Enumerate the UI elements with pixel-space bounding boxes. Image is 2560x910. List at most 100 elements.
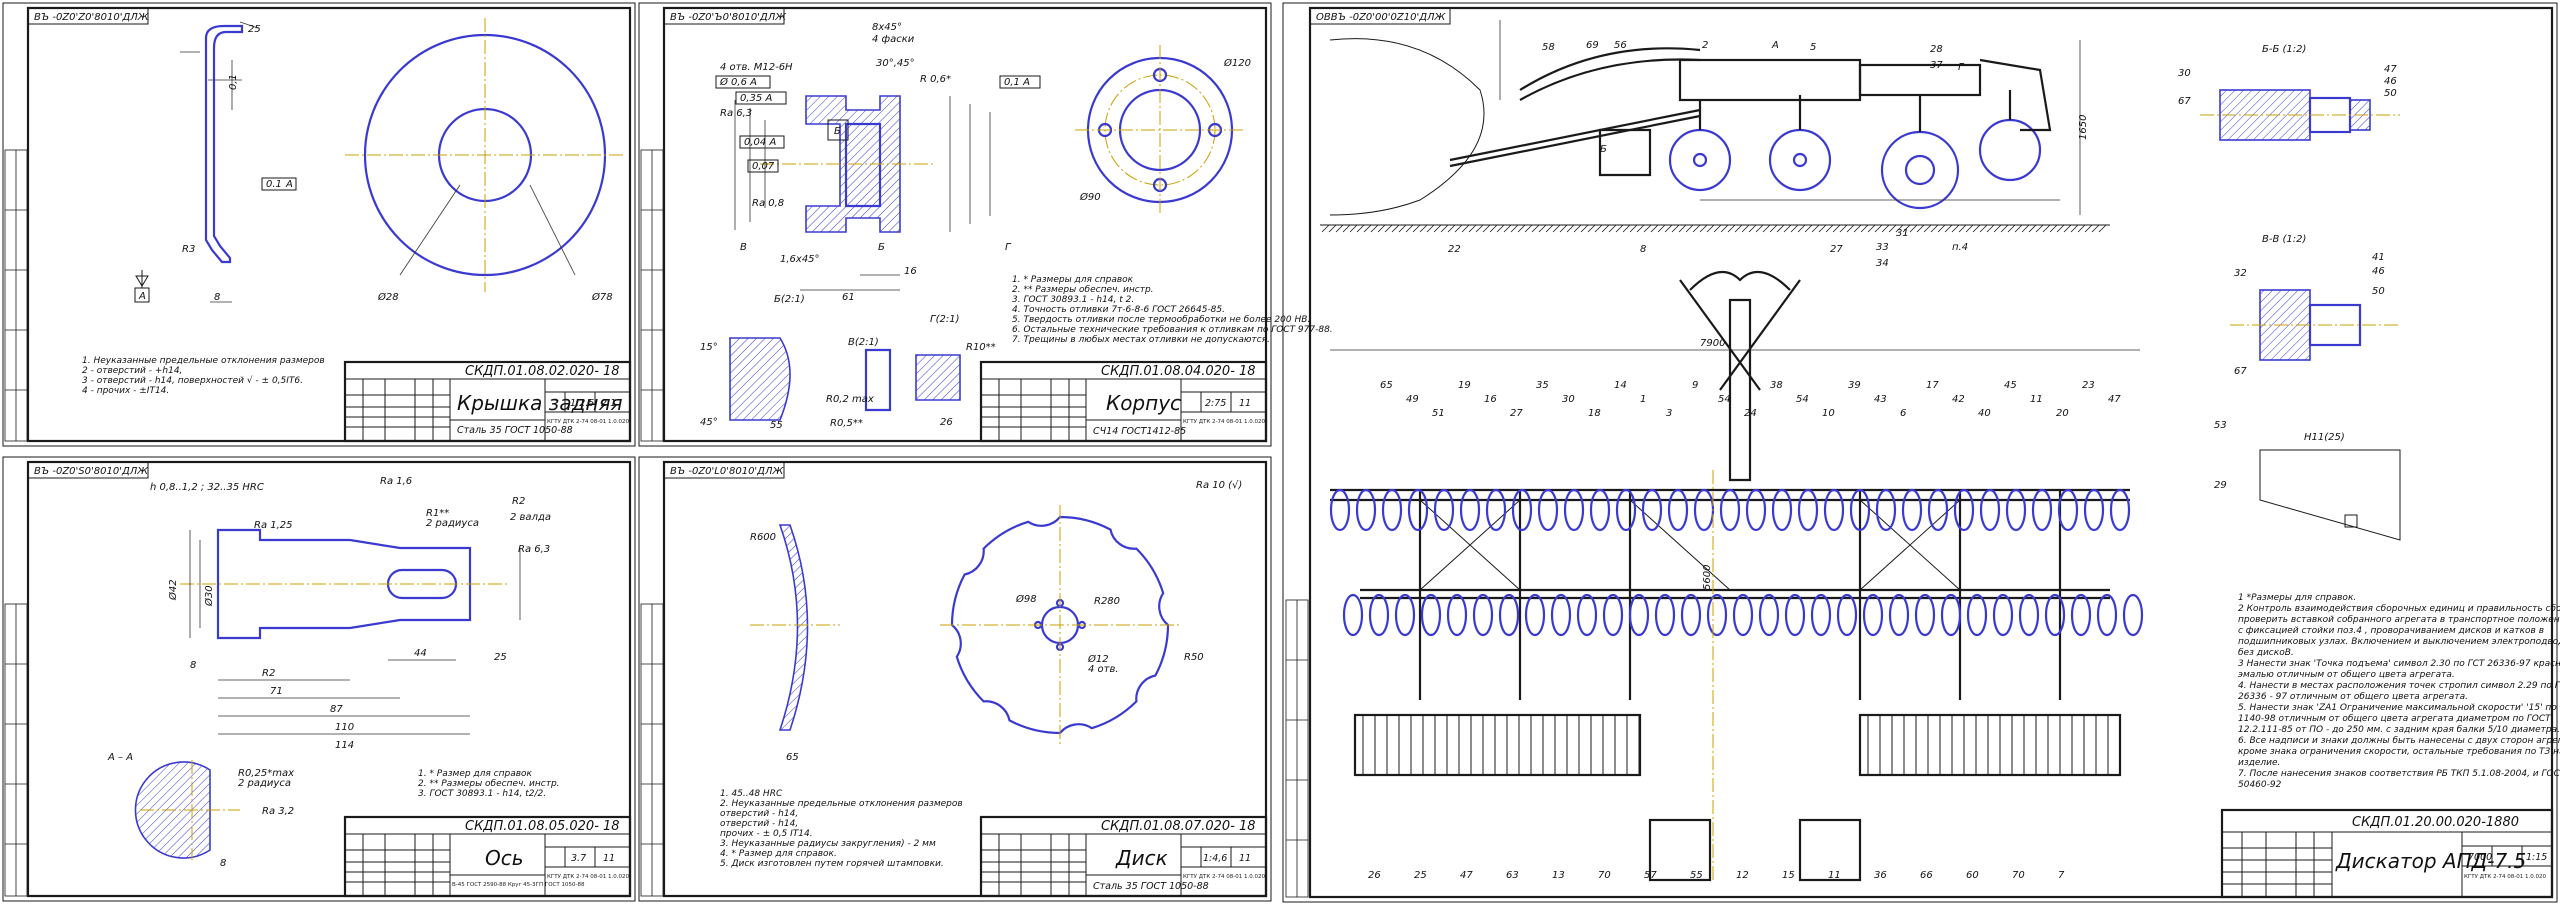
disc-upper [1459,488,1481,532]
svg-text:7. Трещины в любых местах отли: 7. Трещины в любых местах отливки не доп… [1012,335,1270,345]
note-line: 50460-92 [2238,780,2282,790]
disc-upper [1797,488,1819,532]
callouts-top: 58 69 56 2 5 28 37 Г А Б [1542,40,1965,155]
disc-upper [1745,488,1767,532]
position-number: 17 [1926,380,1939,391]
assembly-side-view: 1650 [1320,20,2110,233]
svg-text:5. Диск изготовлен путем горяч: 5. Диск изготовлен путем горячей штампов… [720,859,944,869]
svg-text:87: 87 [330,704,343,715]
svg-text:Ø78: Ø78 [591,291,613,303]
position-number: 11 [2030,394,2043,405]
svg-text:1. Неуказанные предельные откл: 1. Неуказанные предельные отклонения раз… [82,356,325,366]
svg-text:2. ** Размеры обеспеч. инстр.: 2. ** Размеры обеспеч. инстр. [1012,285,1154,295]
svg-text:A: A [285,179,293,190]
position-number: 47 [2108,394,2121,405]
part-name: Крышка задняя [457,391,623,415]
sheet-housing: ВЪ -0Z0'Ъ0'8010'ДЛЖ Б 4 от [638,2,1333,447]
svg-text:26: 26 [940,417,953,428]
svg-text:8: 8 [190,660,196,671]
svg-text:Ø28: Ø28 [377,291,399,303]
position-number: 39 [1848,380,1861,391]
disc-lower [1654,593,1676,637]
svg-text:4 отв. М12-6Н: 4 отв. М12-6Н [720,62,793,73]
disc-upper [2083,488,2105,532]
svg-text:Ra 10 (√): Ra 10 (√) [1196,480,1242,491]
disc-lower [1420,593,1442,637]
disc-lower [1524,593,1546,637]
svg-text:11: 11 [1239,853,1251,864]
svg-text:50: 50 [2384,88,2397,99]
position-number: 63 [1506,870,1519,881]
position-number: 35 [1536,380,1549,391]
detail-plate: Н11(25) 53 29 [2214,420,2401,541]
position-number: 54 [1796,394,1809,405]
note-line: 12.2.111-85 от ПО - до 250 мм. с задним … [2238,725,2560,735]
svg-text:Ra 0,8: Ra 0,8 [752,198,784,209]
position-number: 9 [1692,380,1698,391]
note-line: без дискоВ. [2238,648,2294,658]
position-number: 60 [1966,870,1979,881]
sheet-mass: 2.1 [601,398,616,409]
disc-side-view: R600 65 [750,524,840,763]
disc-upper [1511,488,1533,532]
svg-text:37: 37 [1930,60,1943,71]
disc-upper [1927,488,1949,532]
svg-text:46: 46 [2372,266,2385,277]
svg-text:29: 29 [2214,480,2227,491]
svg-text:71: 71 [270,686,283,697]
svg-text:8х45°: 8х45° [872,22,902,33]
title-block: СКДП.01.08.05.020- 18 Ось В-45 ГОСТ 2590… [343,815,632,898]
disc-lower [2122,593,2144,637]
svg-text:ВЪ -0Z0'S0'8010'ДЛЖ: ВЪ -0Z0'S0'8010'ДЛЖ [34,466,149,477]
svg-text:4. * Размер для справок.: 4. * Размер для справок. [720,849,837,859]
disc-lower [1836,593,1858,637]
disc-lower [1732,593,1754,637]
svg-text:Ø120: Ø120 [1223,57,1251,69]
svg-text:СКДП.01.20.00.020-1880: СКДП.01.20.00.020-1880 [2352,815,2519,830]
svg-text:1. * Размер для справок: 1. * Размер для справок [418,769,533,779]
disc-lower [1862,593,1884,637]
position-number: 38 [1770,380,1783,391]
svg-text:3.7: 3.7 [571,853,586,864]
svg-text:0,1: 0,1 [228,74,239,90]
sheet-rear-cover: ВЪ -0Z0'Z0'8010'ДЛЖ 25 0.1 A R3 8 A 0,1 [2,2,636,447]
svg-text:67: 67 [2234,366,2247,377]
svg-text:50: 50 [2372,286,2385,297]
position-number: 42 [1952,394,1965,405]
svg-text:h 0,8..1,2 ; 32..35 HRC: h 0,8..1,2 ; 32..35 HRC [150,482,264,493]
svg-text:2 радиуса: 2 радиуса [426,518,479,529]
svg-text:34: 34 [1876,258,1889,269]
svg-text:0,04 A: 0,04 A [744,137,776,148]
position-number: 43 [1874,394,1887,405]
svg-text:6. Остальные технические требо: 6. Остальные технические требования к от… [1012,325,1333,335]
svg-text:Ra 3,2: Ra 3,2 [262,806,294,817]
svg-text:2 радиуса: 2 радиуса [238,778,291,789]
disc-upper [1589,488,1611,532]
svg-text:7000: 7000 [2468,852,2492,863]
svg-text:4. Точность отливки 7т-6-8-6 Г: 4. Точность отливки 7т-6-8-6 ГОСТ 26645-… [1012,305,1225,315]
disc-upper [1563,488,1585,532]
svg-text:Дискатор АПД-7.5: Дискатор АПД-7.5 [2335,849,2526,873]
position-number: 57 [1644,870,1657,881]
svg-text:61: 61 [842,292,855,303]
disc-lower [1394,593,1416,637]
svg-text:СКДП.01.08.05.020- 18: СКДП.01.08.05.020- 18 [465,819,620,834]
note-line: проверить вставкой собранного агрегата в… [2238,615,2560,625]
disc-lower [1368,593,1390,637]
svg-text:4 отв.: 4 отв. [1088,664,1119,675]
svg-text:Б-Б (1:2): Б-Б (1:2) [2262,44,2306,55]
note-line: 7. После нанесения знаков соответствия Р… [2238,769,2560,779]
tech-notes: 1 *Размеры для справок.2 Контроль взаимо… [2238,593,2560,790]
roller-frame [1858,713,2122,777]
position-number: 55 [1690,870,1703,881]
svg-text:В-В (1:2): В-В (1:2) [2262,234,2306,245]
position-number: 30 [1562,394,1575,405]
svg-text:11: 11 [1239,398,1251,409]
note-line: 26336 - 97 отличным от общего цвета агре… [2238,692,2468,702]
svg-text:44: 44 [414,648,427,659]
svg-text:2 - отверстий - +h14,: 2 - отверстий - +h14, [82,366,182,376]
position-number: 6 [1900,408,1906,419]
svg-text:53: 53 [2214,420,2227,431]
svg-text:R 0,6*: R 0,6* [920,74,951,85]
svg-text:R2: R2 [262,668,275,679]
